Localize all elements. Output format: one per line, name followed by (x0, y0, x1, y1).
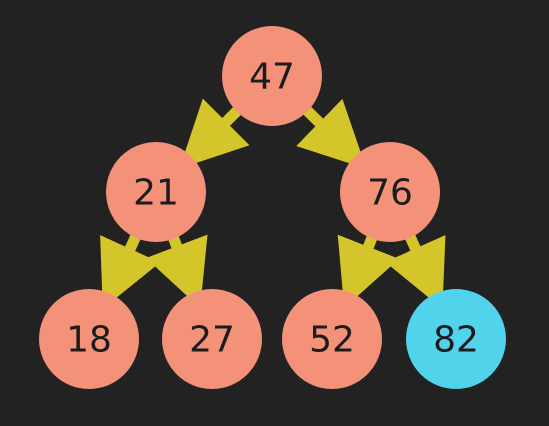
tree-node-21: 21 (106, 142, 206, 242)
edges-layer (100, 98, 446, 309)
node-label: 27 (189, 320, 235, 361)
node-circle (106, 142, 206, 242)
tree-node-47: 47 (222, 26, 322, 126)
node-circle (162, 289, 262, 389)
node-circle (340, 142, 440, 242)
edge-21-27 (145, 234, 208, 308)
tree-node-52: 52 (282, 289, 382, 389)
node-label: 18 (66, 320, 112, 361)
nodes-layer: 47 21 76 18 27 52 82 (39, 26, 506, 389)
node-circle (222, 26, 322, 126)
node-label: 76 (367, 173, 413, 214)
node-label: 82 (433, 320, 479, 361)
edge-21-18 (100, 233, 161, 309)
tree-node-27: 27 (162, 289, 262, 389)
edge-76-82 (385, 233, 446, 309)
node-circle (282, 289, 382, 389)
edge-47-21 (179, 98, 250, 169)
node-circle (39, 289, 139, 389)
tree-node-76: 76 (340, 142, 440, 242)
edge-76-52 (337, 234, 400, 309)
edge-47-76 (296, 98, 367, 169)
node-label: 47 (249, 57, 295, 98)
node-label: 52 (309, 320, 355, 361)
node-label: 21 (133, 173, 179, 214)
node-circle (406, 289, 506, 389)
tree-node-82: 82 (406, 289, 506, 389)
tree-node-18: 18 (39, 289, 139, 389)
